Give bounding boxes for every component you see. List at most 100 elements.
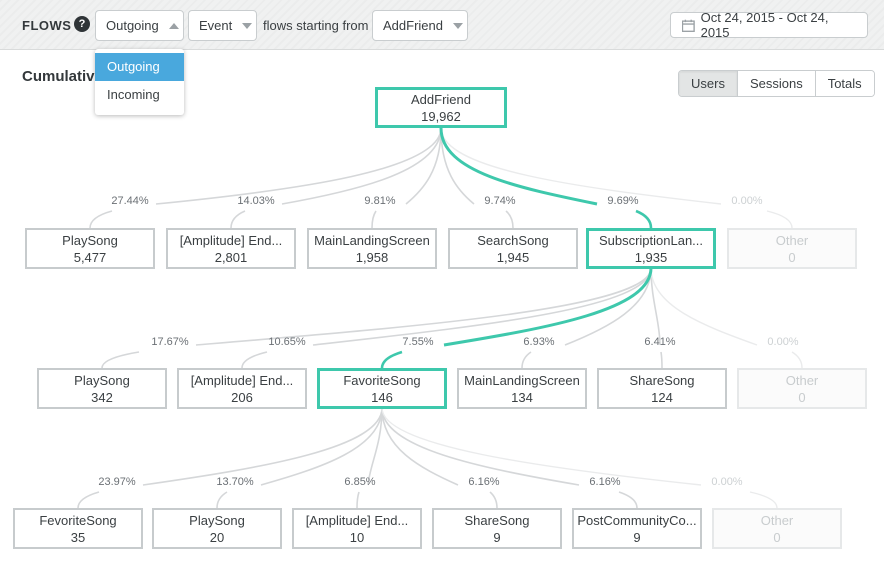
event-dropdown[interactable]: Event (188, 10, 257, 41)
flow-node[interactable]: PlaySong 342 (37, 368, 167, 409)
calendar-icon (682, 19, 695, 32)
node-value: 0 (798, 389, 806, 405)
percent-label: 17.67% (151, 336, 189, 348)
flow-node-other[interactable]: Other 0 (727, 228, 857, 269)
caret-down-icon (242, 22, 253, 29)
node-label: SearchSong (477, 232, 549, 248)
help-icon[interactable]: ? (74, 16, 90, 32)
percent-label: 7.55% (402, 336, 434, 348)
flow-node[interactable]: SearchSong 1,945 (448, 228, 578, 269)
connector-path (101, 351, 140, 369)
node-value: 19,962 (421, 108, 461, 124)
node-value: 9 (493, 529, 501, 545)
connector-path (381, 407, 459, 486)
connector-path (230, 210, 246, 229)
node-label: FavoriteSong (343, 372, 421, 388)
flow-node[interactable]: ShareSong 9 (432, 508, 562, 549)
flow-node[interactable]: ShareSong 124 (597, 368, 727, 409)
direction-dropdown-value: Outgoing (106, 18, 159, 33)
connector-path (660, 351, 663, 369)
node-label: Other (785, 372, 819, 388)
flow-node[interactable]: [Amplitude] End... 2,801 (166, 228, 296, 269)
flow-node[interactable]: PlaySong 5,477 (25, 228, 155, 269)
caret-up-icon (168, 22, 179, 29)
connector-path (216, 491, 228, 509)
flow-node[interactable]: MainLandingScreen 134 (457, 368, 587, 409)
node-label: PlaySong (62, 232, 118, 248)
flow-node[interactable]: [Amplitude] End... 10 (292, 508, 422, 549)
menu-item-incoming[interactable]: Incoming (107, 87, 160, 102)
node-label: PostCommunityCo... (577, 512, 697, 528)
flow-node-highlighted[interactable]: SubscriptionLan... 1,935 (586, 228, 716, 269)
node-value: 134 (511, 389, 533, 405)
node-value: 1,958 (355, 249, 389, 265)
node-label: Other (775, 232, 809, 248)
percent-label: 6.16% (589, 476, 621, 488)
flow-node[interactable]: PlaySong 20 (152, 508, 282, 549)
connector-path (77, 491, 100, 509)
percent-label: 13.70% (216, 476, 254, 488)
node-label: ShareSong (629, 372, 695, 388)
percent-label: 9.74% (484, 195, 516, 207)
connector-path (356, 491, 360, 509)
connector-path (405, 127, 442, 205)
percent-label: 27.44% (111, 195, 149, 207)
flow-node[interactable]: FevoriteSong 35 (13, 508, 143, 549)
node-value: 9 (633, 529, 641, 545)
connector-path (749, 491, 778, 509)
flow-node[interactable]: MainLandingScreen 1,958 (307, 228, 437, 269)
flow-node-highlighted[interactable]: FavoriteSong 146 (317, 368, 447, 409)
flow-node-root[interactable]: AddFriend 19,962 (375, 87, 507, 128)
flow-node-other[interactable]: Other 0 (737, 368, 867, 409)
caret-down-icon (452, 22, 463, 29)
percent-label: 6.85% (344, 476, 376, 488)
node-label: ShareSong (464, 512, 530, 528)
node-label: PlaySong (74, 372, 130, 388)
node-value: 1,935 (634, 249, 668, 265)
flow-node[interactable]: [Amplitude] End... 206 (177, 368, 307, 409)
node-label: [Amplitude] End... (190, 372, 294, 388)
connector-path (367, 407, 383, 486)
node-value: 124 (651, 389, 673, 405)
metric-segmented-control: Users Sessions Totals (678, 70, 875, 97)
connector-path (564, 267, 652, 346)
connector-path (650, 267, 758, 346)
highlighted-connector-path (380, 350, 403, 369)
direction-dropdown[interactable]: Outgoing (95, 10, 184, 41)
node-value: 206 (231, 389, 253, 405)
highlighted-connector-path (635, 209, 653, 229)
connector-path (791, 351, 803, 369)
connector-path (312, 267, 652, 346)
connector-path (241, 351, 268, 369)
connector-path (505, 210, 514, 229)
node-label: [Amplitude] End... (305, 512, 409, 528)
segment-sessions[interactable]: Sessions (737, 71, 816, 96)
connector-path (155, 127, 442, 205)
date-range-picker[interactable]: Oct 24, 2015 - Oct 24, 2015 (670, 10, 868, 40)
toolbar: FLOWS ? Outgoing Event flows starting fr… (0, 0, 884, 50)
connector-path (440, 127, 475, 205)
highlighted-connector-path (439, 127, 598, 206)
start-event-dropdown[interactable]: AddFriend (372, 10, 468, 41)
connector-path (195, 267, 652, 346)
segment-totals[interactable]: Totals (815, 71, 874, 96)
connector-path (440, 127, 722, 205)
node-value: 35 (70, 529, 86, 545)
connector-path (618, 491, 638, 509)
flow-node[interactable]: PostCommunityCo... 9 (572, 508, 702, 549)
percent-label: 23.97% (98, 476, 136, 488)
app-title: FLOWS (22, 18, 72, 33)
connector-path (89, 210, 113, 229)
flow-node-other[interactable]: Other 0 (712, 508, 842, 549)
percent-label: 6.41% (644, 336, 676, 348)
node-label: PlaySong (189, 512, 245, 528)
segment-users[interactable]: Users (679, 71, 738, 96)
node-label: MainLandingScreen (314, 232, 430, 248)
connector-path (260, 407, 383, 486)
connector-path (381, 407, 702, 486)
connector-path (281, 127, 442, 205)
date-range-value: Oct 24, 2015 - Oct 24, 2015 (700, 10, 829, 40)
menu-item-outgoing[interactable]: Outgoing (95, 53, 184, 81)
